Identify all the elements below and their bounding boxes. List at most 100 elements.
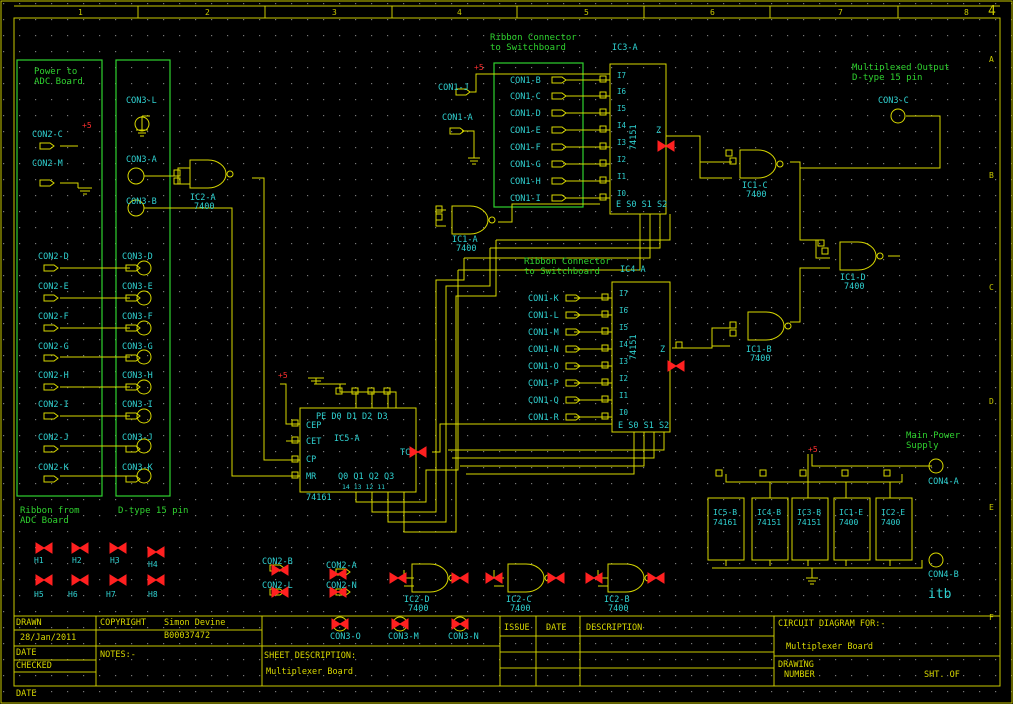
gate-ref-label: IC2-D [404,595,430,605]
test-point-marker [409,446,427,458]
ic3a-mux-chip [609,63,667,215]
test-point-marker [451,572,469,584]
connector-pin [39,179,55,187]
pin-pad [367,387,375,395]
power-unit-part: 74151 [797,518,821,527]
border-number: 6 [710,8,715,17]
ic5a-cp: CP [306,455,316,465]
con1-ic4-label: CON1-K [528,294,560,304]
con1-ic3-label: CON1-C [510,92,541,102]
border-letter: D [989,397,994,406]
con1-ic4-label: CON1-Q [528,396,559,406]
pin-pad [599,108,607,116]
ic4a-input-label: I3 [619,357,628,366]
dtype-connector-box [115,59,171,497]
mux-out-label-1: Multiplexed Output [852,63,950,73]
con2-left-label: CON2-H [38,371,69,381]
pin-pad [715,469,723,477]
pin-pad [599,91,607,99]
border-letter: A [989,55,994,64]
con1-ic4-label: CON1-P [528,379,559,389]
con2-left-label: CON2-J [38,433,69,443]
pin-pad [173,177,181,185]
con2-n-label: CON2-N [326,581,357,591]
connector-pin [125,445,141,453]
tb-sheet-desc-label: SHEET DESCRIPTION: [264,651,356,661]
con1-ic3-label: CON1-B [510,76,541,86]
con2-left-label: CON2-E [38,282,69,292]
pin-pad [729,329,737,337]
ic4a-input-label: I2 [619,374,628,383]
ribbon-to-label-1b: to Switchboard [490,43,566,53]
ic5a-bottom-nums: 14 13 12 11 [342,483,385,491]
pin-pad [435,213,443,221]
connector-pin [565,396,581,404]
border-number: 7 [838,8,843,17]
pin-pad [383,387,391,395]
border-number: 4 [457,8,462,17]
ic3a-input-label: I6 [617,87,627,96]
hole-label: H4 [148,560,158,569]
test-point-marker [331,618,349,630]
con1-ic3-label: CON1-F [510,143,541,153]
test-point-marker [547,572,565,584]
pin-pad [729,321,737,329]
pin-pad [729,157,737,165]
pin-pad [821,247,829,255]
tb-sheet-desc: Multiplexer Board [266,667,353,677]
con1-ic3-label: CON1-H [510,177,541,187]
con3-left-label: CON3-I [122,400,153,410]
connector-pin [449,127,465,135]
gate-part-label: 7400 [408,604,428,614]
ic3a-input-label: I3 [617,138,626,147]
red-markers [35,140,685,630]
gate-part-label: 7400 [194,202,214,212]
pin-pad [599,142,607,150]
tb-drawn-date: 28/Jan/2011 [20,633,76,643]
ribbon-to-label-2b: to Switchboard [524,267,600,277]
connector-pin [43,445,59,453]
gate-part-label: 7400 [746,190,766,200]
con3-n-label: CON3-N [448,632,479,642]
tb-date2-label: DATE [16,689,36,699]
test-point-marker [657,140,675,152]
pin-pad [601,412,609,420]
power-connector-box [16,59,103,497]
ic3a-bottom: E S0 S1 S2 [616,200,667,210]
con3-left-label: CON3-D [122,252,153,262]
hole-label: H3 [110,556,120,565]
tb-circuit-for-label: CIRCUIT DIAGRAM FOR:- [778,619,885,629]
border-letter: E [989,503,994,512]
power-unit-part: 74161 [713,518,737,527]
connector-pin [125,354,141,362]
ic4a-input-label: I1 [619,391,628,400]
ic5a-top-pins: PE D0 D1 D2 D3 [316,412,388,422]
ic5a-cep: CEP [306,421,321,431]
con2-left-label: CON2-G [38,342,69,352]
test-point-marker [147,574,165,586]
test-point-marker [271,586,289,598]
gate-ref-label: IC1-D [840,273,866,283]
pin-pad [817,239,825,247]
con2-left-label: CON2-I [38,400,69,410]
ic3a-part: 74151 [629,124,639,150]
test-point-marker [329,586,347,598]
connector-pin [565,311,581,319]
pin-pad [291,419,299,427]
connector-pin [565,328,581,336]
pin-pad [601,395,609,403]
gate-ref-label: IC1-A [452,235,478,245]
power-unit-ref: IC3-B [797,508,821,517]
con3-a-label: CON3-A [126,155,157,165]
con2-a-label: CON2-A [326,561,357,571]
main-power-label-2: Supply [906,441,939,451]
gate-ref-label: IC1-B [746,345,772,355]
connector-pin [565,362,581,370]
power-unit-ref: IC4-B [757,508,781,517]
connector-pin [551,160,567,168]
